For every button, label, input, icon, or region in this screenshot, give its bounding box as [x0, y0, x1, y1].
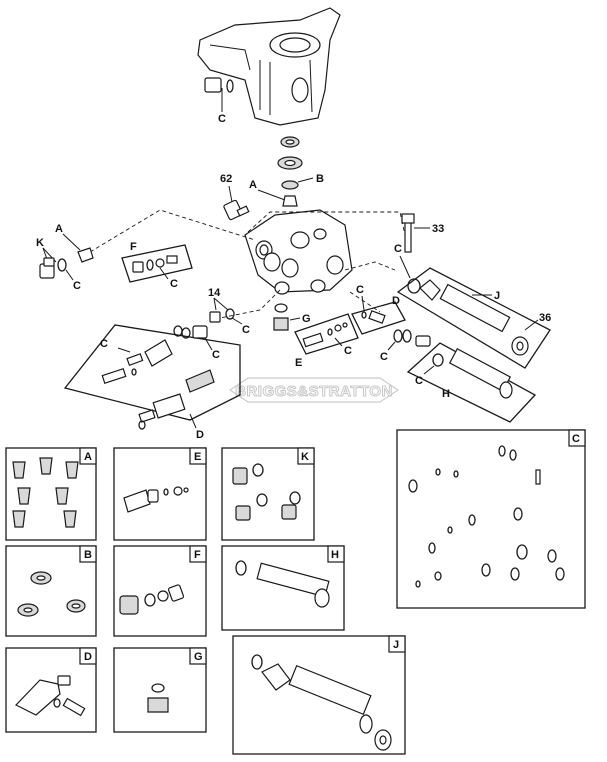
callout-h: H — [442, 388, 450, 400]
callout-c-left: C — [73, 280, 81, 292]
panel-kit-h: H — [221, 545, 345, 631]
callout-c-e: C — [344, 345, 352, 357]
callout-c-d1: C — [356, 284, 364, 296]
pump-housing — [197, 7, 341, 126]
callout-j: J — [494, 290, 500, 302]
watermark-text: BRIGGS&STRATTON — [235, 383, 393, 400]
panel-kit-e: E — [113, 447, 207, 541]
callout-e: E — [295, 357, 302, 369]
panel-kit-b: B — [5, 545, 97, 637]
panel-kit-j: J — [232, 635, 406, 755]
panel-kit-a: A — [5, 447, 97, 541]
panel-c-label: C — [572, 433, 580, 445]
panel-f-label: F — [194, 549, 201, 561]
panel-a-label: A — [84, 451, 92, 463]
callout-c-14: C — [242, 324, 250, 336]
panel-h-label: H — [331, 549, 339, 561]
callout-a-left: A — [55, 223, 63, 235]
kit-d-bracket — [63, 324, 241, 421]
plug-k — [39, 257, 67, 279]
panel-e-label: E — [194, 451, 201, 463]
callout-c-right2: C — [380, 351, 388, 363]
panel-g-label: G — [194, 651, 203, 663]
callout-k: K — [36, 237, 44, 249]
part-g — [273, 303, 289, 331]
kit-e-bracket — [294, 313, 359, 355]
kit-j-parts — [407, 278, 529, 356]
callout-d-kit: D — [196, 429, 204, 441]
kit-e-parts — [302, 322, 348, 348]
panel-d-label: D — [84, 651, 92, 663]
kit-h-parts — [432, 348, 513, 399]
orings-right — [393, 329, 431, 347]
panel-kit-f: F — [113, 545, 207, 637]
bolt-33 — [401, 213, 415, 253]
panel-kit-k: K — [221, 447, 315, 541]
seal-stack — [277, 136, 303, 190]
callout-c-right3: C — [415, 375, 423, 387]
callout-33: 33 — [432, 223, 444, 235]
callout-c-f: C — [170, 278, 178, 290]
kit-h-bracket — [406, 342, 537, 423]
manifold — [244, 209, 353, 295]
kit-d-small-parts — [361, 310, 386, 324]
callout-d-mid: D — [392, 295, 400, 307]
callout-g: G — [302, 313, 311, 325]
callout-c-dkit2: C — [212, 349, 220, 361]
callout-14: 14 — [208, 287, 221, 299]
kit-f-bracket — [121, 244, 193, 283]
kit-f-parts — [132, 255, 178, 273]
callout-a: A — [249, 179, 257, 191]
housing-plug — [204, 77, 234, 93]
kit-d-parts — [101, 325, 215, 430]
kit-d-small-bracket — [351, 301, 406, 335]
panel-kit-g: G — [113, 647, 207, 733]
panel-kit-d: D — [5, 647, 97, 733]
panel-k-label: K — [301, 451, 309, 463]
kit-j-bracket — [396, 267, 551, 369]
nozzle-a-left — [77, 247, 94, 263]
nozzle-a — [282, 195, 298, 207]
callout-36: 36 — [539, 312, 551, 324]
part-14 — [209, 308, 235, 323]
panel-j-label: J — [393, 639, 399, 651]
panel-kit-c: C — [396, 429, 586, 609]
panel-b-label: B — [84, 549, 92, 561]
callout-c-right1: C — [394, 243, 402, 255]
callout-b: B — [316, 173, 324, 185]
callout-62: 62 — [220, 173, 232, 185]
callout-c: C — [218, 113, 226, 125]
unloader-valve-62 — [223, 199, 250, 221]
callout-c-dkit1: C — [100, 338, 108, 350]
watermark-logo: BRIGGS&STRATTON — [228, 377, 400, 403]
callout-f: F — [130, 241, 137, 253]
